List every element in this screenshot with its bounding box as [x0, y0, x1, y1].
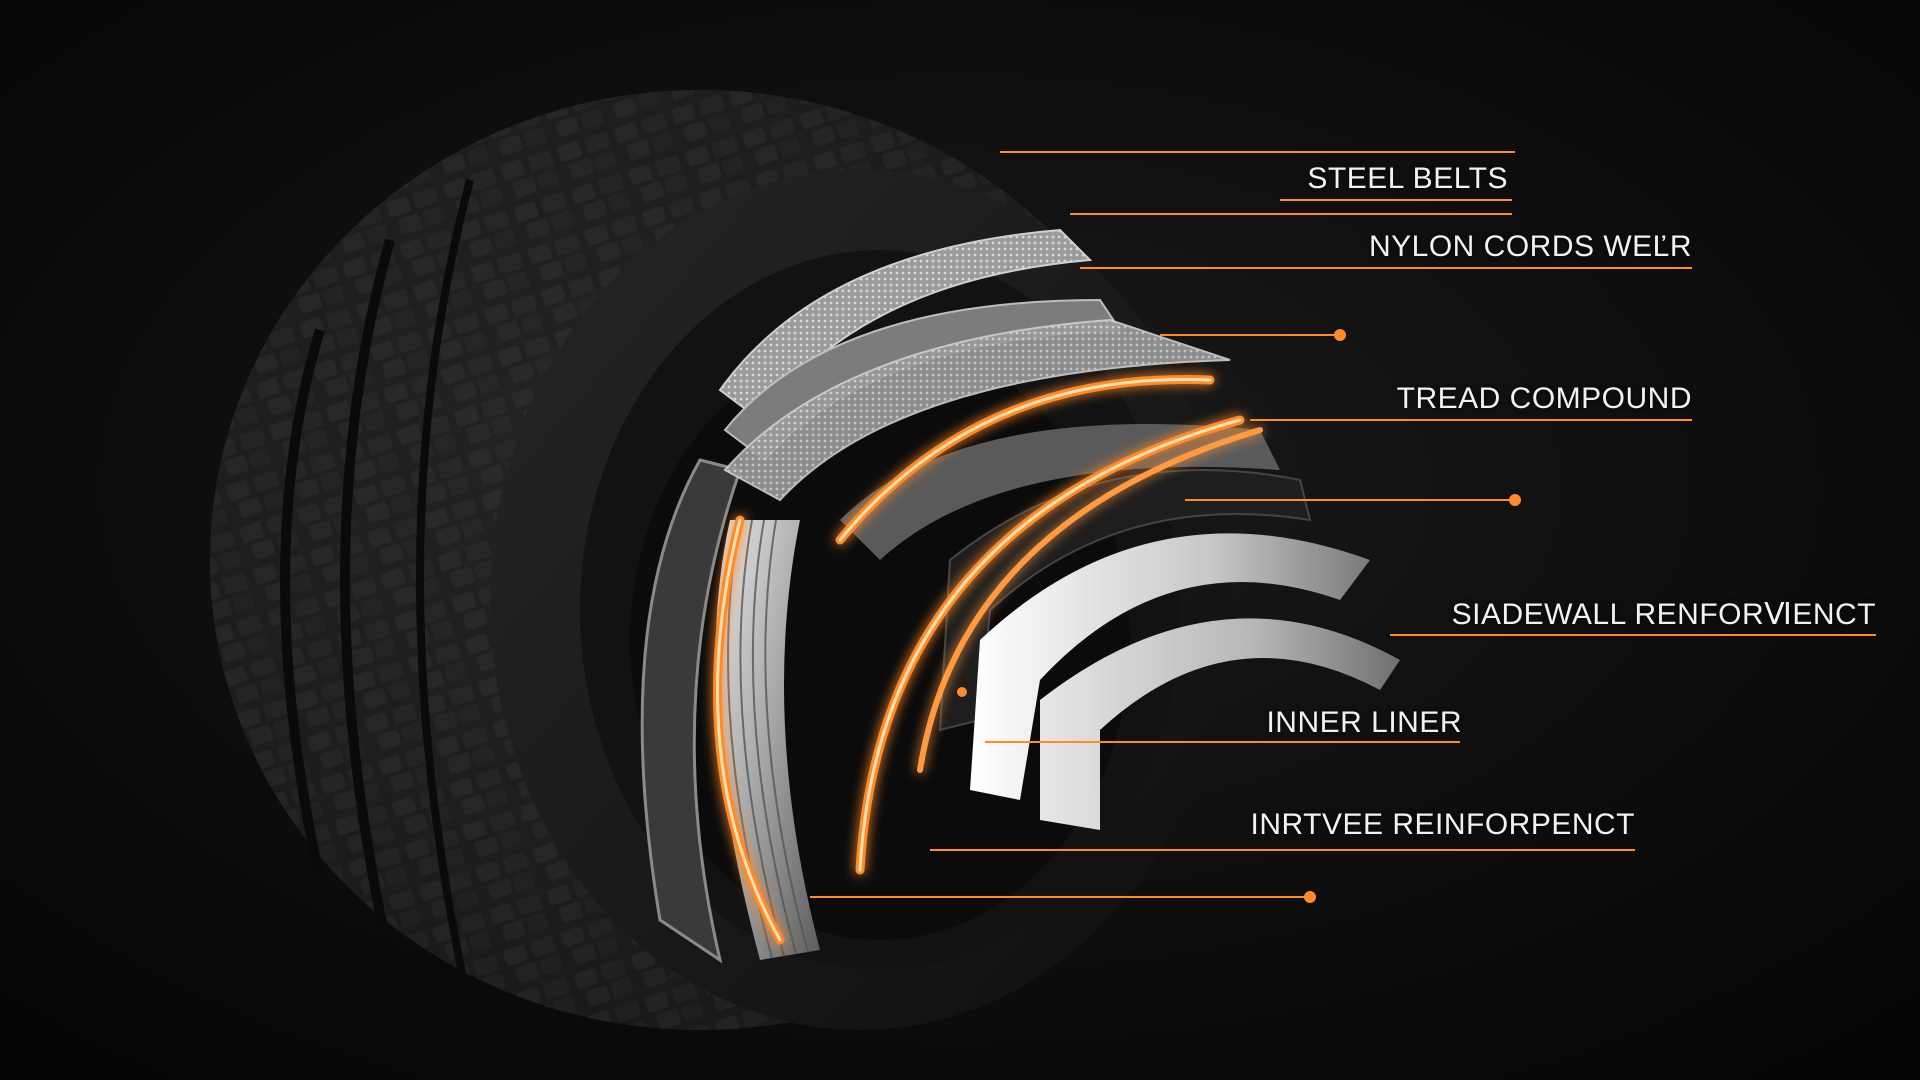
dot-marker-icon	[957, 687, 967, 697]
label-nylon-cords: NYLON CORDS WEĽR	[1368, 230, 1692, 263]
label-steel-belts: STEEL BELTS	[1307, 162, 1508, 195]
marker-dots	[957, 329, 1521, 903]
cutaway-layers	[640, 228, 1400, 964]
dot-marker-icon	[1509, 494, 1521, 506]
dot-marker-icon	[1304, 891, 1316, 903]
label-inner-liner: INNER LINER	[1266, 706, 1462, 739]
leader-lines	[810, 151, 1876, 898]
label-tread-compound: TREAD COMPOUND	[1396, 382, 1692, 415]
dot-marker-icon	[1334, 329, 1346, 341]
label-inrtvee-reinforcement: INRTVEE REINFORPENCT	[1250, 808, 1635, 841]
label-sidewall-reinforcement: SIADEWALL RENFORⅥENCT	[1451, 598, 1876, 631]
